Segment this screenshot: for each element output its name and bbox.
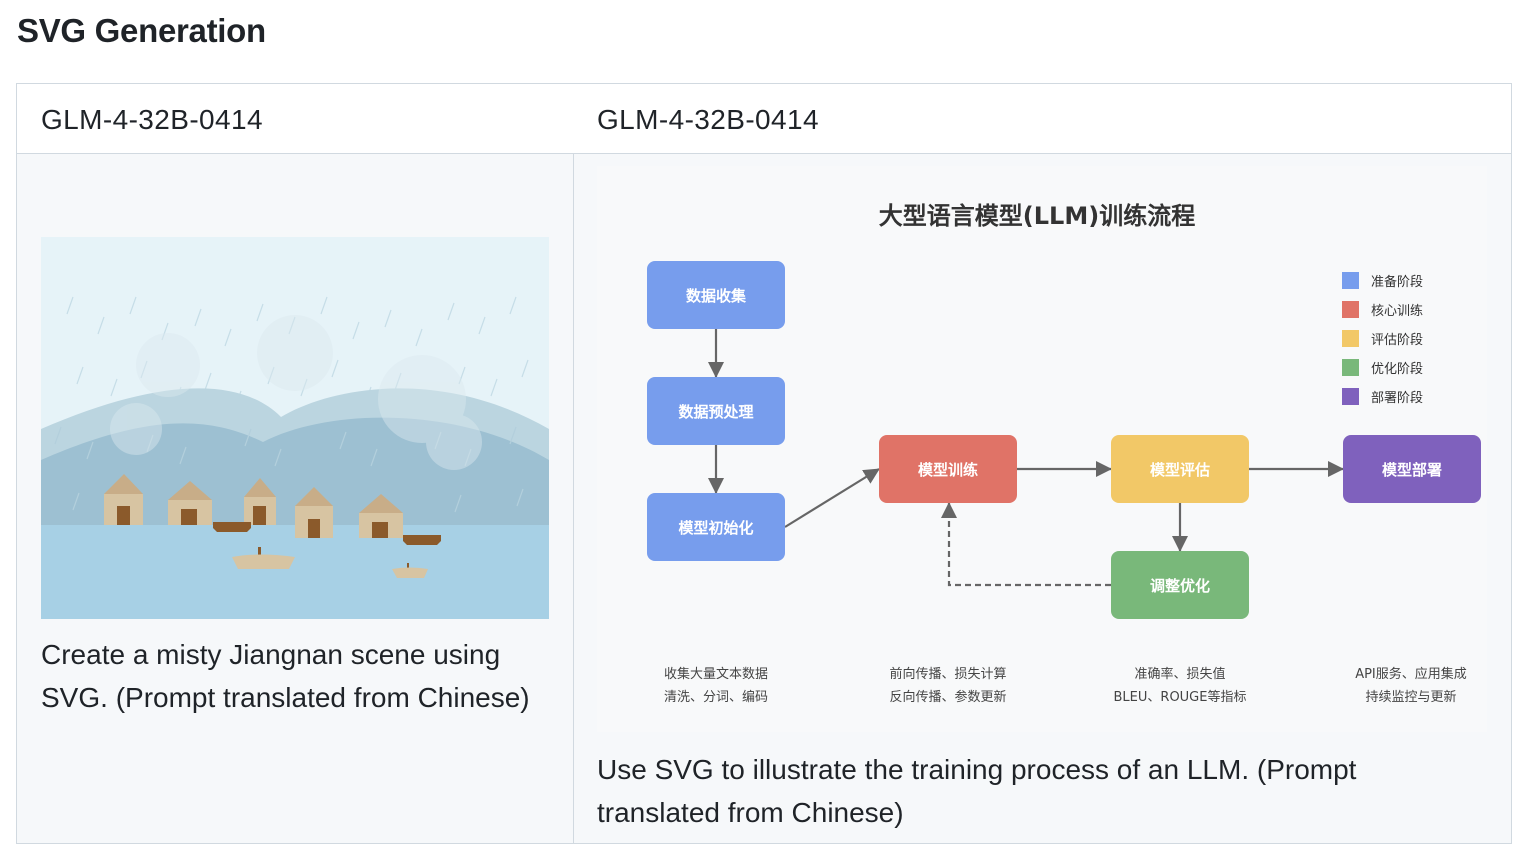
node-label: 模型部署	[1382, 461, 1442, 479]
legend-item-eval: 评估阶段	[1342, 330, 1423, 348]
node-label: 模型初始化	[678, 519, 753, 537]
edge-tune-to-train	[941, 502, 1111, 587]
comparison-table: GLM-4-32B-0414 GLM-4-32B-0414	[16, 83, 1512, 844]
node-box	[879, 435, 1017, 503]
legend-label: 准备阶段	[1371, 274, 1423, 290]
stage-description: 持续监控与更新	[1365, 689, 1456, 705]
house	[359, 494, 403, 538]
stage-description: 清洗、分词、编码	[664, 690, 768, 705]
edge-init-to-train	[784, 468, 880, 528]
node-collect: 数据收集	[647, 261, 785, 329]
node-box	[1111, 435, 1249, 503]
column-header-model-2: GLM-4-32B-0414	[597, 104, 819, 135]
diagram-edges	[708, 329, 1344, 587]
boat	[392, 563, 428, 578]
mist-circles	[110, 315, 482, 470]
boat	[213, 522, 251, 532]
node-box	[647, 493, 785, 561]
legend-item-core: 核心训练	[1342, 301, 1423, 319]
table-body-row: Create a misty Jiangnan scene using SVG.…	[17, 154, 1511, 843]
house	[244, 478, 276, 525]
node-eval: 模型评估	[1111, 435, 1249, 503]
prompt-caption-1: Create a misty Jiangnan scene using SVG.…	[41, 639, 530, 713]
house	[104, 474, 143, 525]
legend-label: 部署阶段	[1371, 391, 1423, 406]
node-label: 模型评估	[1150, 461, 1210, 479]
legend-item-opt: 优化阶段	[1342, 359, 1423, 377]
boats	[213, 522, 441, 578]
stage-description: 前向传播、损失计算	[889, 666, 1006, 682]
legend-label: 优化阶段	[1371, 362, 1423, 377]
column-header-model-1: GLM-4-32B-0414	[41, 104, 263, 135]
stage-description: 准确率、损失值	[1134, 666, 1225, 682]
node-label: 数据预处理	[678, 403, 753, 421]
section-title: SVG Generation	[17, 12, 266, 49]
node-tune: 调整优化	[1111, 551, 1249, 619]
house	[295, 487, 333, 538]
diagram-title: 大型语言模型(LLM)训练流程	[879, 202, 1195, 230]
table-header-row: GLM-4-32B-0414 GLM-4-32B-0414	[17, 84, 1511, 154]
node-init: 模型初始化	[647, 493, 785, 561]
stage-description: 反向传播、参数更新	[889, 689, 1006, 705]
legend-swatch	[1342, 359, 1359, 376]
node-label: 数据收集	[686, 287, 747, 305]
node-deploy: 模型部署	[1343, 435, 1481, 503]
legend-swatch	[1342, 388, 1359, 405]
legend-swatch	[1342, 272, 1359, 289]
llm-training-diagram: 大型语言模型(LLM)训练流程 数据收集数据预处理模型初始化 模型训练 模型评估 模型…	[597, 166, 1487, 732]
node-box	[647, 261, 785, 329]
prompt-caption-2: Use SVG to illustrate the training proce…	[597, 754, 1357, 828]
boat	[232, 547, 295, 569]
house	[168, 481, 212, 525]
column-divider	[573, 154, 574, 843]
legend-swatch	[1342, 330, 1359, 347]
jiangnan-scene-image	[41, 237, 549, 619]
node-label: 模型训练	[918, 461, 978, 479]
rain-streaks-front	[54, 426, 524, 513]
node-label: 调整优化	[1150, 577, 1210, 595]
legend-label: 核心训练	[1371, 304, 1423, 319]
boat	[403, 535, 441, 545]
legend-item-deploy: 部署阶段	[1342, 388, 1423, 406]
legend-label: 评估阶段	[1371, 333, 1423, 348]
stage-description: BLEU、ROUGE等指标	[1114, 689, 1247, 705]
stage-description: API服务、应用集成	[1355, 666, 1467, 682]
water	[41, 525, 549, 619]
node-preprocess: 数据预处理	[647, 377, 785, 445]
node-box	[647, 377, 785, 445]
legend-swatch	[1342, 301, 1359, 318]
houses	[104, 474, 403, 538]
node-train: 模型训练	[879, 435, 1017, 503]
node-box	[1111, 551, 1249, 619]
node-box	[1343, 435, 1481, 503]
legend-item-prep: 准备阶段	[1342, 272, 1423, 290]
stage-description: 收集大量文本数据	[664, 666, 768, 682]
